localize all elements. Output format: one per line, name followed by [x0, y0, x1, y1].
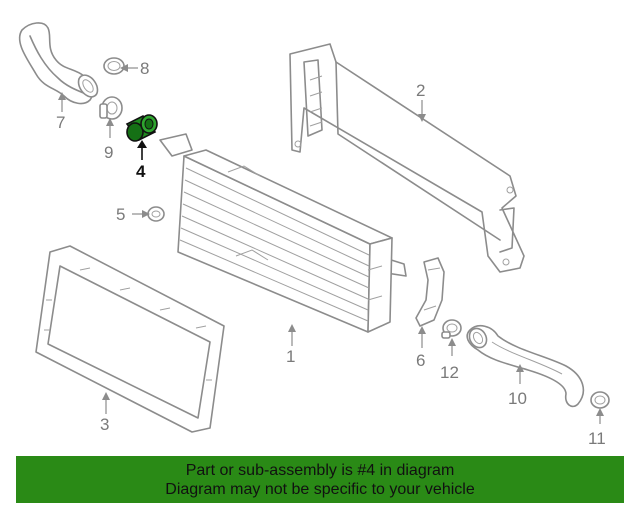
vehicle-fit-notice-banner: Part or sub-assembly is #4 in diagram Di…: [16, 456, 624, 503]
part-12-clamp: [441, 319, 462, 339]
callout-12: 12: [440, 338, 459, 382]
part-11-o-ring: [590, 391, 610, 409]
part-5-grommet: [147, 206, 165, 222]
part-1-cooler-core: [159, 133, 407, 333]
part-2-radiator-tank: [289, 43, 525, 273]
part-10-lower-hose: [466, 324, 585, 408]
notice-line-disclaimer: Diagram may not be specific to your vehi…: [165, 481, 475, 498]
svg-text:8: 8: [140, 59, 149, 78]
callout-8: 8: [120, 59, 149, 78]
callout-1: 1: [286, 324, 296, 366]
part-9-clamp: [99, 96, 123, 120]
callout-10: 10: [508, 364, 527, 408]
callout-5: 5: [116, 205, 150, 224]
callout-2: 2: [416, 81, 426, 122]
svg-text:7: 7: [56, 113, 65, 132]
part-7-upper-hose: [18, 22, 99, 105]
part-3-frame: [35, 245, 225, 433]
part-6-bracket: [415, 257, 445, 327]
svg-text:1: 1: [286, 347, 295, 366]
svg-text:5: 5: [116, 205, 125, 224]
callout-11: 11: [588, 408, 606, 448]
svg-text:9: 9: [104, 143, 113, 162]
callout-7: 7: [56, 92, 66, 132]
callout-6: 6: [416, 326, 426, 370]
svg-text:4: 4: [136, 162, 146, 181]
notice-line-part-number: Part or sub-assembly is #4 in diagram: [185, 462, 455, 479]
part-4-highlighted: [125, 114, 158, 142]
svg-text:3: 3: [100, 415, 109, 434]
callout-4: 4: [136, 140, 147, 181]
svg-text:2: 2: [416, 81, 425, 100]
parts-diagram: 1 2 3 4 5 6 7 8 9 10: [18, 22, 610, 448]
part-8-seal-ring: [103, 57, 125, 75]
svg-text:10: 10: [508, 389, 527, 408]
callout-3: 3: [100, 392, 110, 434]
svg-text:11: 11: [588, 429, 606, 448]
svg-text:6: 6: [416, 351, 425, 370]
svg-text:12: 12: [440, 363, 459, 382]
callout-9: 9: [104, 118, 114, 162]
